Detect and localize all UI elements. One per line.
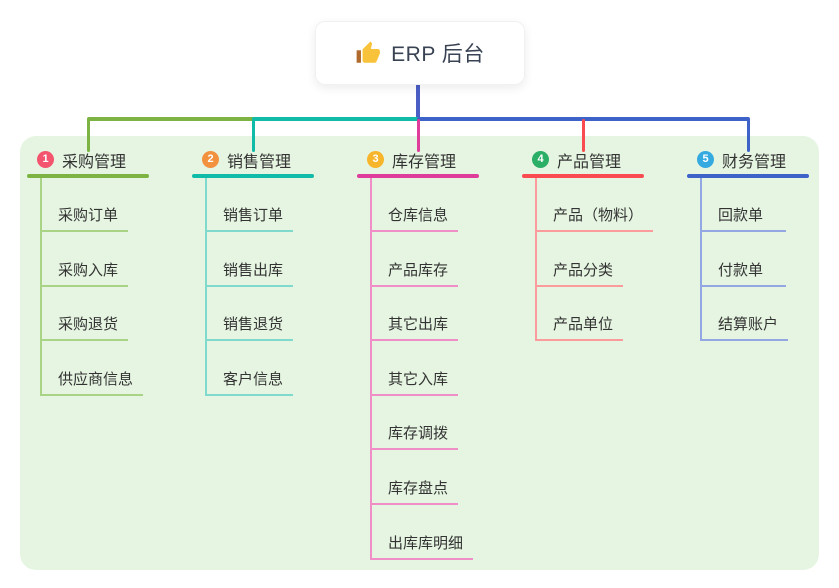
child-node[interactable]: 出库库明细: [372, 505, 474, 560]
child-node[interactable]: 其它入库: [372, 341, 459, 396]
branch-node-2[interactable]: 2 销售管理: [192, 149, 342, 171]
root-node-erp[interactable]: ERP 后台: [315, 21, 525, 85]
bus-segment-green: [86, 117, 255, 121]
branch-label: 采购管理: [62, 153, 127, 171]
branch-children: 回款单付款单结算账户: [700, 177, 789, 342]
mindmap-background-panel: [20, 136, 819, 570]
child-node[interactable]: 采购退货: [42, 287, 129, 342]
branch-label: 财务管理: [722, 153, 787, 171]
child-node[interactable]: 仓库信息: [372, 178, 459, 233]
child-node[interactable]: 销售退货: [207, 287, 294, 342]
child-node[interactable]: 回款单: [702, 178, 786, 233]
branch-number-badge: 1: [37, 151, 54, 168]
child-node[interactable]: 销售订单: [207, 178, 294, 233]
bus-segment-teal: [251, 117, 420, 121]
child-node[interactable]: 产品分类: [537, 232, 624, 287]
branch-2: 2 销售管理销售订单销售出库销售退货客户信息: [192, 149, 342, 396]
branch-node-3[interactable]: 3 库存管理: [357, 149, 507, 171]
branch-drop-line: [581, 119, 585, 152]
branch-underline: [687, 174, 809, 178]
child-node[interactable]: 产品单位: [537, 287, 624, 342]
branch-drop-line: [416, 119, 420, 152]
branch-drop-line: [86, 119, 90, 152]
child-node[interactable]: 采购入库: [42, 232, 129, 287]
child-node[interactable]: 采购订单: [42, 178, 129, 233]
child-node[interactable]: 产品库存: [372, 232, 459, 287]
branch-5: 5 财务管理回款单付款单结算账户: [687, 149, 837, 342]
bus-segment-blue: [416, 117, 750, 121]
thumbs-up-icon: [356, 41, 381, 63]
branch-label: 产品管理: [557, 153, 622, 171]
branch-children: 产品（物料）产品分类产品单位: [535, 177, 654, 342]
branch-number-badge: 3: [367, 151, 384, 168]
branch-underline: [357, 174, 479, 178]
child-node[interactable]: 其它出库: [372, 287, 459, 342]
branch-underline: [192, 174, 314, 178]
child-node[interactable]: 客户信息: [207, 341, 294, 396]
child-node[interactable]: 结算账户: [702, 287, 789, 342]
child-node[interactable]: 付款单: [702, 232, 786, 287]
root-node-label: ERP 后台: [391, 43, 485, 66]
branch-number-badge: 2: [202, 151, 219, 168]
child-node[interactable]: 库存盘点: [372, 450, 459, 506]
child-node[interactable]: 销售出库: [207, 232, 294, 287]
branch-underline: [27, 174, 149, 178]
branch-number-badge: 4: [532, 151, 549, 168]
branch-number-badge: 5: [697, 151, 714, 168]
branch-label: 销售管理: [227, 153, 292, 171]
branch-1: 1 采购管理采购订单采购入库采购退货供应商信息: [27, 149, 177, 396]
branch-drop-line: [746, 119, 750, 152]
branch-drop-line: [251, 119, 255, 152]
branch-node-4[interactable]: 4 产品管理: [522, 149, 672, 171]
child-node[interactable]: 库存调拨: [372, 396, 459, 451]
branch-underline: [522, 174, 644, 178]
branch-children: 仓库信息产品库存其它出库其它入库库存调拨库存盘点出库库明细: [370, 177, 474, 560]
branch-node-5[interactable]: 5 财务管理: [687, 149, 837, 171]
branch-children: 采购订单采购入库采购退货供应商信息: [40, 177, 144, 396]
root-trunk-line: [415, 83, 420, 120]
branch-3: 3 库存管理仓库信息产品库存其它出库其它入库库存调拨库存盘点出库库明细: [357, 149, 507, 560]
branch-children: 销售订单销售出库销售退货客户信息: [205, 177, 294, 396]
child-node[interactable]: 产品（物料）: [537, 178, 654, 233]
child-node[interactable]: 供应商信息: [42, 341, 144, 396]
branch-4: 4 产品管理产品（物料）产品分类产品单位: [522, 149, 672, 342]
branch-node-1[interactable]: 1 采购管理: [27, 149, 177, 171]
branch-label: 库存管理: [392, 153, 457, 171]
